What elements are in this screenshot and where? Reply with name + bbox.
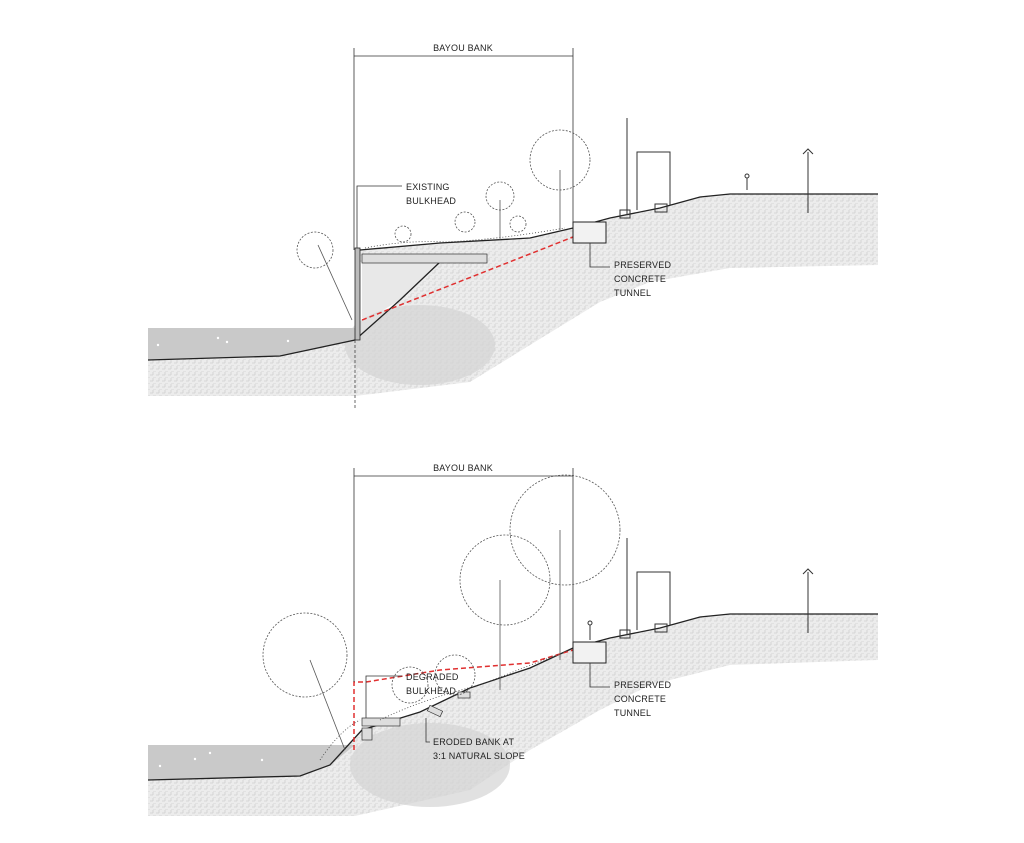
bulkhead-leader: [356, 185, 402, 248]
root-zone: [345, 305, 495, 385]
water: [148, 745, 355, 780]
water-highlights: [156, 336, 290, 347]
concrete-tunnel: [572, 641, 607, 664]
fill-soil-light: [362, 262, 440, 318]
ground-surface: [147, 613, 878, 781]
dimension-label: BAYOU BANK: [433, 463, 493, 473]
existing-bulkhead-wall: [354, 247, 361, 341]
callout-tunnel-line1: PRESERVED: [614, 260, 671, 270]
dimension-bayou-bank: [353, 48, 574, 250]
callout-bulkhead-line1: EXISTING: [406, 182, 450, 192]
bulkhead-deck: [361, 253, 488, 264]
bulkhead-leader: [365, 675, 402, 718]
degraded-bulkhead-rubble: [361, 691, 471, 741]
concrete-tunnel: [572, 221, 607, 244]
dimension-label: BAYOU BANK: [433, 43, 493, 53]
callout-bulkhead-line1: DEGRADED: [406, 672, 459, 682]
section-existing: BAYOU BANK EXISTING BULKHEAD PRESERVED C…: [147, 43, 878, 408]
callout-bulkhead-line2: BULKHEAD: [406, 196, 456, 206]
callout-tunnel-line1: PRESERVED: [614, 680, 671, 690]
dimension-bayou-bank: [353, 468, 574, 682]
callout-tunnel-line2: CONCRETE: [614, 274, 666, 284]
callout-tunnel-line3: TUNNEL: [614, 288, 651, 298]
ground-fill: [148, 614, 878, 816]
trees: [296, 129, 591, 321]
callout-slope-line1: ERODED BANK AT: [433, 737, 514, 747]
site-furniture: [587, 538, 814, 640]
slope-leader: [425, 718, 430, 743]
section-proposed: BAYOU BANK DEGRADED BULKHEAD ERODED BANK…: [147, 463, 878, 816]
callout-tunnel-line3: TUNNEL: [614, 708, 651, 718]
root-zone: [350, 723, 510, 807]
callout-slope-line2: 3:1 NATURAL SLOPE: [433, 751, 525, 761]
callout-bulkhead-line2: BULKHEAD: [406, 686, 456, 696]
red-dashed-line: [353, 649, 574, 750]
callout-tunnel-line2: CONCRETE: [614, 694, 666, 704]
site-furniture: [619, 118, 814, 219]
ground-fill: [148, 194, 878, 396]
trees: [262, 474, 621, 761]
water: [148, 328, 355, 360]
tunnel-leader: [589, 243, 610, 268]
water-highlights: [158, 751, 264, 768]
red-dashed-line: [361, 236, 574, 321]
tunnel-leader: [589, 663, 610, 688]
